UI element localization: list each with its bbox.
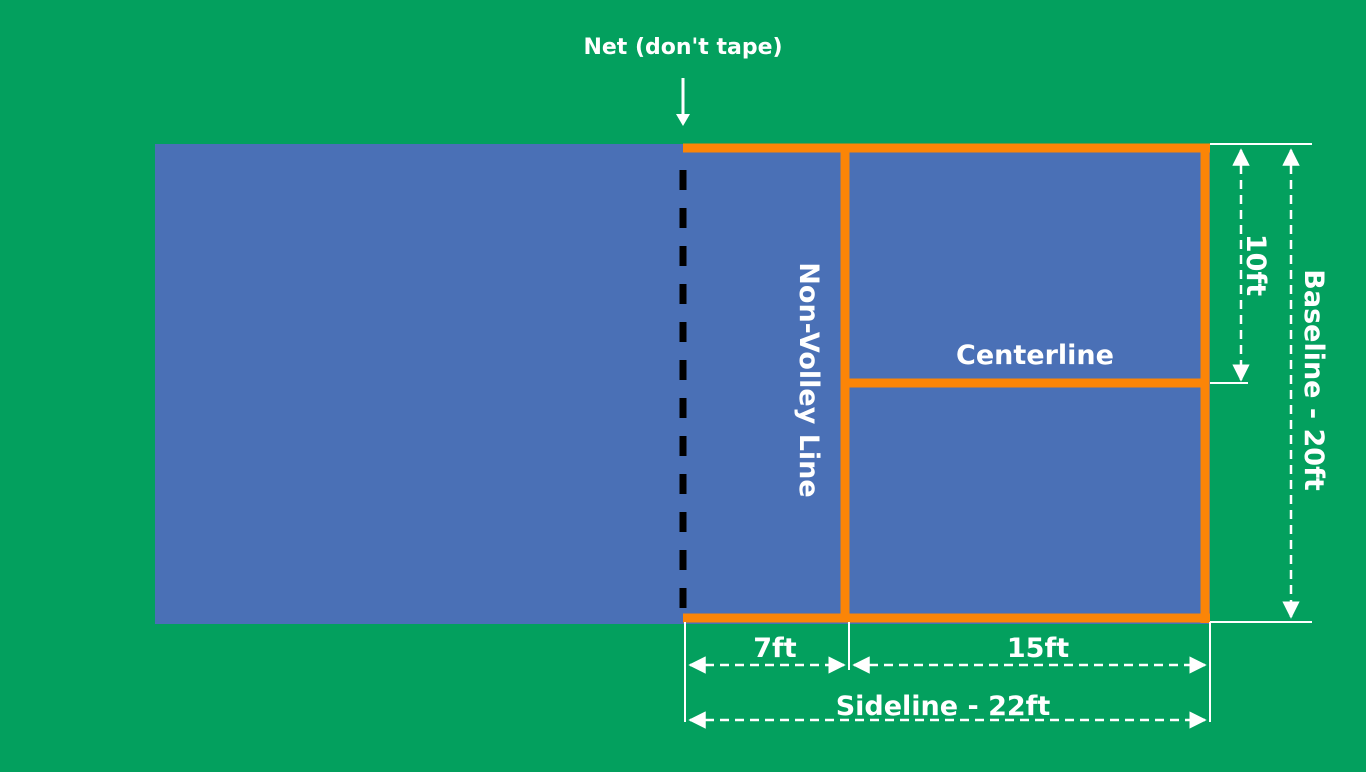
net-label: Net (don't tape)	[583, 35, 782, 60]
centerline-label: Centerline	[956, 340, 1114, 371]
tape-outline	[683, 143, 1210, 623]
half-width-label: 10ft	[1240, 234, 1271, 296]
sideline-label: Sideline - 22ft	[836, 691, 1051, 722]
extension-lines	[684, 143, 1312, 722]
non-volley-line-label: Non-Volley Line	[793, 262, 824, 497]
down-arrow-icon	[676, 78, 690, 126]
baseline-label: Baseline - 20ft	[1298, 269, 1329, 491]
service-depth-label: 15ft	[1007, 633, 1069, 664]
kitchen-depth-label: 7ft	[753, 633, 797, 664]
